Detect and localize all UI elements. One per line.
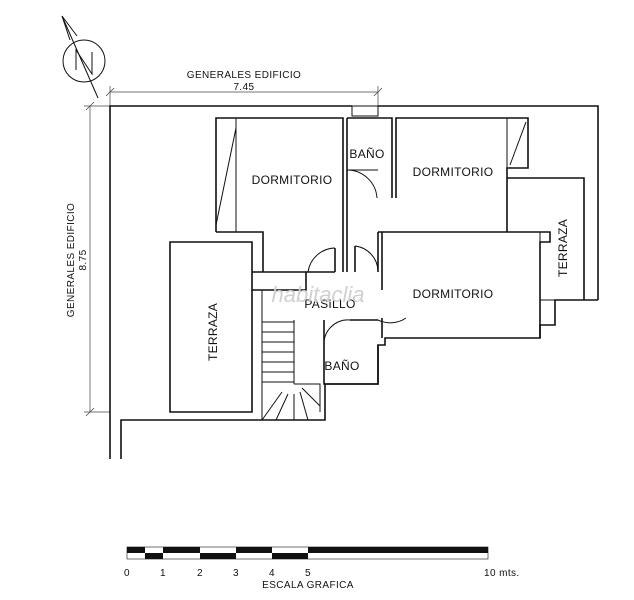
scale-tick-2: 2 xyxy=(197,568,203,579)
top-dimension-title: GENERALES EDIFICIO xyxy=(187,70,301,81)
scale-tick-4: 4 xyxy=(269,568,275,579)
room-label-dormitorio-2: DORMITORIO xyxy=(413,165,494,179)
room-bano-2 xyxy=(323,345,379,385)
side-dimension-value: 8.75 xyxy=(78,249,89,270)
scale-caption: ESCALA GRAFICA xyxy=(262,580,354,591)
room-terraza-right xyxy=(507,177,585,301)
scale-tick-10: 10 mts. xyxy=(484,568,520,579)
north-arrow-icon xyxy=(61,15,106,99)
room-bano-1 xyxy=(346,117,393,272)
room-label-terraza-right: TERRAZA xyxy=(556,219,570,277)
room-label-pasillo: PASILLO xyxy=(304,297,355,311)
side-dimension xyxy=(84,101,110,417)
scale-bar xyxy=(126,546,489,560)
building-outline xyxy=(109,105,599,459)
top-dimension-value: 7.45 xyxy=(233,82,254,93)
room-dormitorio-1 xyxy=(215,117,344,272)
scale-tick-0: 0 xyxy=(124,568,130,579)
staircase xyxy=(261,290,321,421)
side-dimension-title: GENERALES EDIFICIO xyxy=(66,203,77,317)
scale-tick-1: 1 xyxy=(160,568,166,579)
room-dormitorio-3 xyxy=(378,231,551,338)
room-label-dormitorio-3: DORMITORIO xyxy=(413,287,494,301)
watermark: habitaclia xyxy=(272,282,365,307)
room-terraza-left xyxy=(169,241,253,413)
top-dimension xyxy=(105,86,383,106)
room-label-terraza-left: TERRAZA xyxy=(206,303,220,361)
scale-tick-3: 3 xyxy=(233,568,239,579)
room-pasillo xyxy=(251,232,407,346)
room-label-dormitorio-1: DORMITORIO xyxy=(252,173,333,187)
room-label-bano-1: BAÑO xyxy=(349,147,384,161)
scale-tick-5: 5 xyxy=(305,568,311,579)
room-label-bano-2: BAÑO xyxy=(324,359,359,373)
